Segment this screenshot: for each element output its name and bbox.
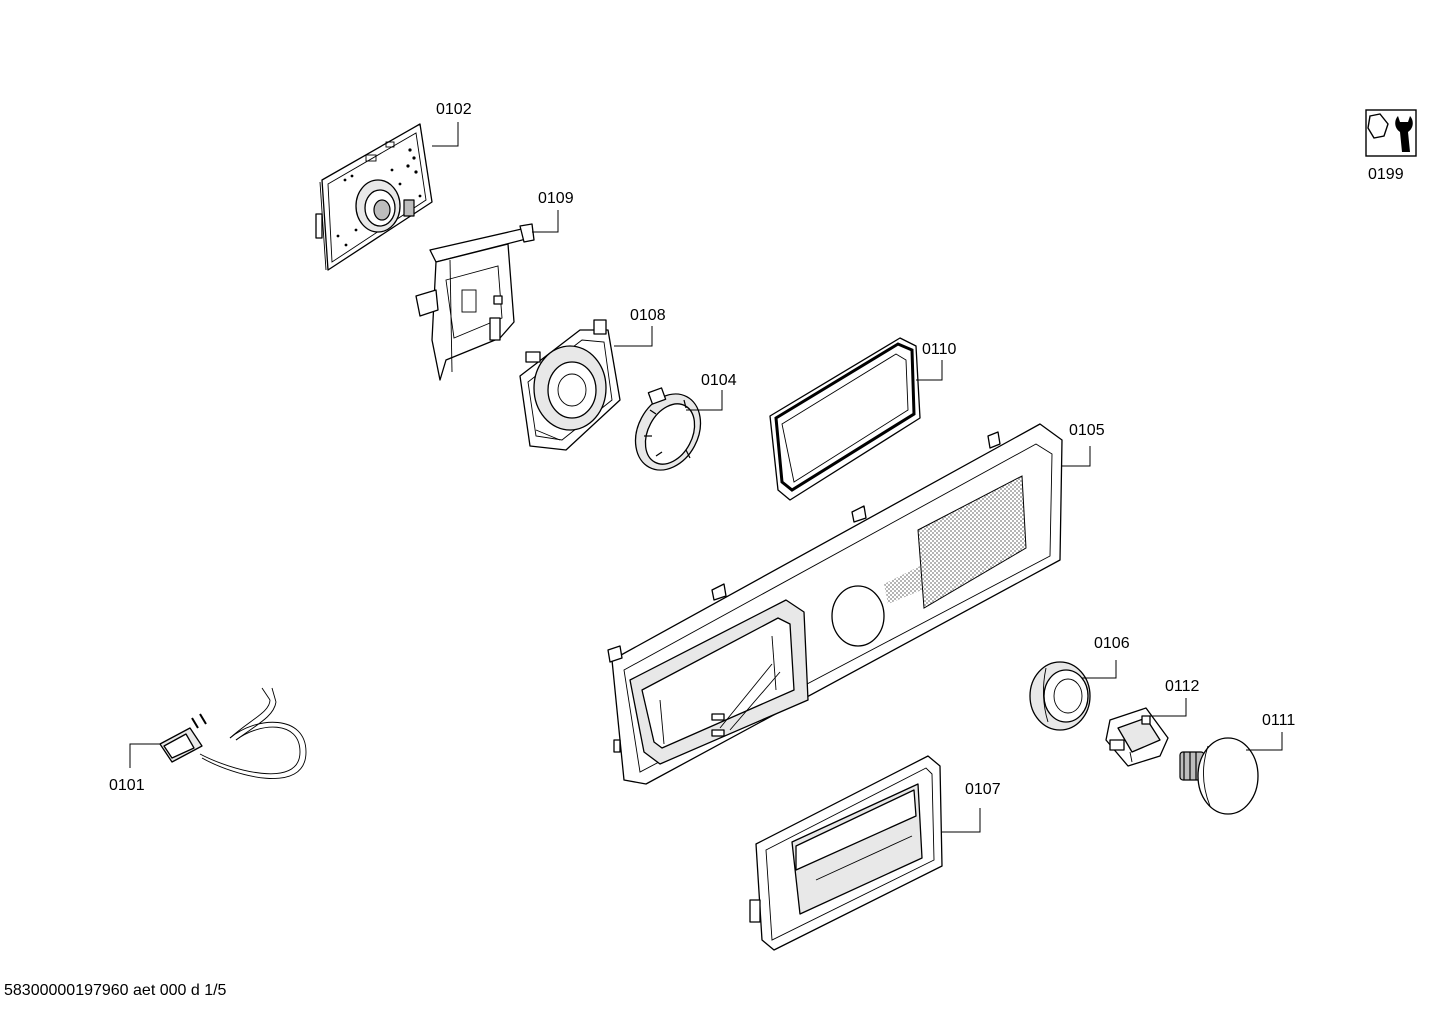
label-0105: 0105 <box>1069 422 1105 439</box>
label-0104: 0104 <box>701 372 737 389</box>
part-0112-knob-adapter[interactable] <box>1105 707 1169 767</box>
document-footer-code: 58300000197960 aet 000 d 1/5 <box>4 982 227 999</box>
label-0101: 0101 <box>109 777 145 794</box>
part-0104-ring[interactable] <box>623 383 714 482</box>
label-0108: 0108 <box>630 307 666 324</box>
part-0101-mains-cable[interactable] <box>159 687 307 779</box>
part-0111-knob[interactable] <box>1179 737 1259 815</box>
label-0107: 0107 <box>965 781 1001 798</box>
part-0107-drawer-handle[interactable] <box>749 755 943 951</box>
part-0109-holder-bracket[interactable] <box>415 223 535 381</box>
label-0110: 0110 <box>922 341 957 358</box>
label-0199: 0199 <box>1368 166 1404 183</box>
label-0112: 0112 <box>1165 678 1200 695</box>
label-0106: 0106 <box>1094 635 1130 652</box>
label-0111: 0111 <box>1262 712 1295 729</box>
part-0102-control-board[interactable] <box>315 123 433 271</box>
part-0106-knob-ring[interactable] <box>1029 661 1091 731</box>
part-0105-control-panel[interactable] <box>607 423 1063 785</box>
part-0110-display-window[interactable] <box>769 337 921 501</box>
label-0109: 0109 <box>538 190 574 207</box>
label-0102: 0102 <box>436 101 472 118</box>
part-0108-knob-holder[interactable] <box>519 319 621 451</box>
wrench-nut-icon <box>1365 109 1417 157</box>
